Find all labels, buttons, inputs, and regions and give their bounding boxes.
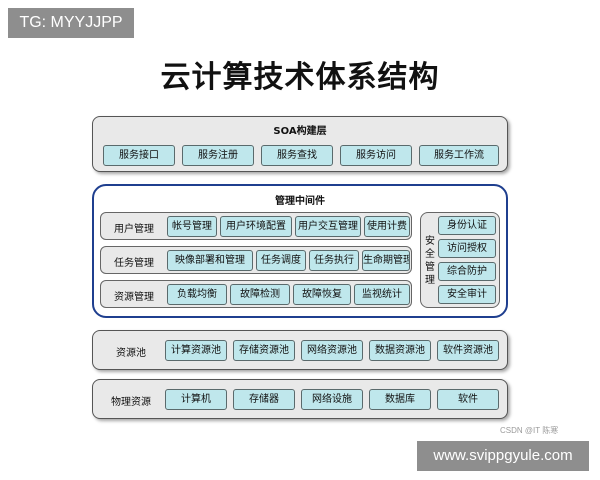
pool-item: 数据资源池: [369, 340, 431, 361]
security-management: 安 全 管 理 身份认证 访问授权 综合防护 安全审计: [420, 212, 500, 308]
row-item: 用户交互管理: [295, 216, 361, 237]
soa-item: 服务查找: [261, 145, 333, 166]
pool-item: 计算资源池: [165, 340, 227, 361]
middleware-row-user: 用户管理 帐号管理 用户环境配置 用户交互管理 使用计费: [100, 212, 412, 240]
pool-item: 软件资源池: [437, 340, 499, 361]
resource-pool-layer: 资源池 计算资源池 存储资源池 网络资源池 数据资源池 软件资源池: [92, 330, 508, 370]
row-item: 用户环境配置: [220, 216, 292, 237]
row-label: 用户管理: [114, 224, 154, 235]
security-label-char: 管: [425, 262, 435, 273]
soa-item: 服务接口: [103, 145, 175, 166]
soa-layer-title: SOA构建层: [273, 126, 327, 137]
watermark-bottom-right: www.svippgyule.com: [417, 441, 589, 471]
row-item: 任务执行: [309, 250, 359, 271]
diagram-title: 云计算技术体系结构: [160, 60, 440, 95]
row-label: 任务管理: [114, 258, 154, 269]
row-item: 生命期管理: [362, 250, 410, 271]
security-label-char: 全: [425, 249, 435, 260]
row-item: 故障检测: [230, 284, 290, 305]
soa-item: 服务工作流: [419, 145, 499, 166]
layer-label: 物理资源: [111, 397, 151, 408]
layer-label: 资源池: [116, 348, 146, 359]
security-item: 安全审计: [438, 285, 496, 304]
security-item: 综合防护: [438, 262, 496, 281]
row-item: 使用计费: [364, 216, 410, 237]
soa-item: 服务访问: [340, 145, 412, 166]
watermark-top-left: TG: MYYJJPP: [8, 8, 134, 38]
middleware-title: 管理中间件: [275, 196, 325, 207]
soa-layer: SOA构建层 服务接口 服务注册 服务查找 服务访问 服务工作流: [92, 116, 508, 172]
security-item: 访问授权: [438, 239, 496, 258]
physical-item: 存储器: [233, 389, 295, 410]
pool-item: 网络资源池: [301, 340, 363, 361]
row-item: 帐号管理: [167, 216, 217, 237]
middleware-row-resource: 资源管理 负载均衡 故障检测 故障恢复 监视统计: [100, 280, 412, 308]
soa-item: 服务注册: [182, 145, 254, 166]
physical-item: 网络设施: [301, 389, 363, 410]
physical-item: 数据库: [369, 389, 431, 410]
physical-item: 计算机: [165, 389, 227, 410]
security-label-char: 理: [425, 275, 435, 286]
row-item: 映像部署和管理: [167, 250, 253, 271]
security-label-char: 安: [425, 236, 435, 247]
row-item: 任务调度: [256, 250, 306, 271]
security-item: 身份认证: [438, 216, 496, 235]
row-item: 故障恢复: [293, 284, 351, 305]
physical-resources-layer: 物理资源 计算机 存储器 网络设施 数据库 软件: [92, 379, 508, 419]
pool-item: 存储资源池: [233, 340, 295, 361]
middleware-row-task: 任务管理 映像部署和管理 任务调度 任务执行 生命期管理: [100, 246, 412, 274]
row-item: 监视统计: [354, 284, 410, 305]
credit-watermark: CSDN @IT 陈寒: [500, 426, 559, 435]
row-item: 负载均衡: [167, 284, 227, 305]
row-label: 资源管理: [114, 292, 154, 303]
middleware-layer: 管理中间件 用户管理 帐号管理 用户环境配置 用户交互管理 使用计费 任务管理 …: [92, 184, 508, 318]
physical-item: 软件: [437, 389, 499, 410]
